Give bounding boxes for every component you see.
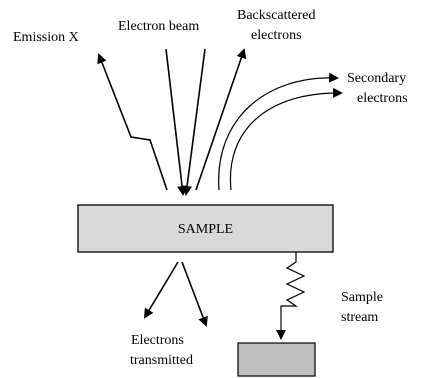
stream-label-line2: stream [341,310,378,325]
backscattered-label-line1: Backscattered [237,8,316,23]
secondary-label-line2: electrons [357,91,408,106]
electron-beam-line-right [182,48,206,196]
backscattered-label-line2: electrons [251,28,302,43]
stream-label-line1: Sample [341,290,383,305]
transmitted-label-line1: Electrons [131,333,184,348]
secondary-arc-outer [218,72,339,191]
transmitted-arrow-right [181,261,208,327]
emission-x-arrow [97,53,168,191]
detector-block [237,342,316,377]
sample-box [77,204,334,253]
sample-label: SAMPLE [178,222,233,237]
backscattered-arrow [195,48,247,191]
transmitted-label-line2: transmitted [130,353,193,368]
transmitted-arrow-left [143,261,179,319]
secondary-arc-inner [229,87,343,191]
emission-x-label: Emission X [13,30,79,45]
secondary-label-line1: Secondary [347,71,406,86]
electron-beam-label: Electron beam [118,19,199,34]
electron-beam-line-left [165,48,188,196]
sample-stream-wire [276,252,306,340]
